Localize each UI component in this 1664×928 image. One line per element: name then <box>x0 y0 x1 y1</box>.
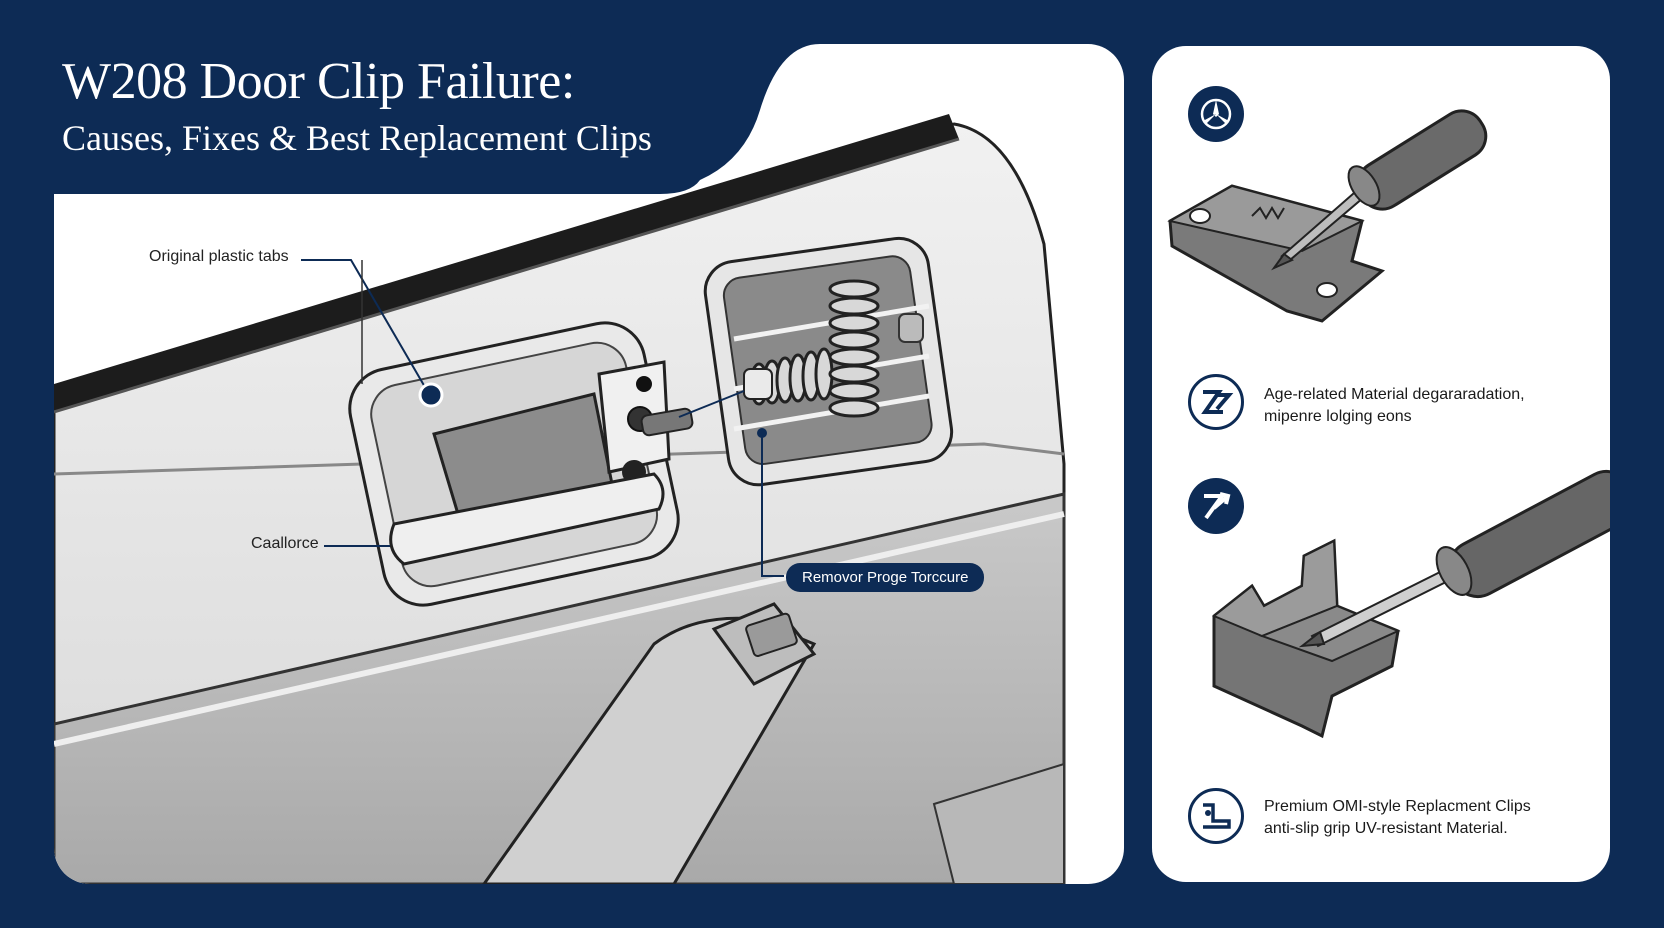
fix-description: Premium OMI-style Replacment Clips anti-… <box>1264 796 1531 840</box>
callout-line-remove <box>761 433 784 577</box>
mercedes-star-icon <box>1188 86 1244 142</box>
cause-line-1: Age-related Material degararadation, <box>1264 386 1525 403</box>
title-block: W208 Door Clip Failure: Causes, Fixes & … <box>62 52 652 160</box>
callout-pill-removal-tool: Removor Proge Torccure <box>786 563 985 592</box>
broken-clip-illustration <box>1167 109 1488 323</box>
callout-line-tabs <box>301 259 430 395</box>
callout-marker-tabs <box>418 382 444 408</box>
clip-tool-illustrations <box>1167 109 1610 739</box>
cause-description: Age-related Material degararadation, mip… <box>1264 384 1525 428</box>
cause-line-2: mipenre lolging eons <box>1264 408 1412 425</box>
wear-icon <box>1188 374 1244 430</box>
fix-line-1: Premium OMI-style Replacment Clips <box>1264 798 1531 815</box>
page-title: W208 Door Clip Failure: <box>62 53 575 110</box>
callout-label-handle: Caallorce <box>251 535 319 552</box>
door-panel-illustration <box>54 114 1066 884</box>
fix-line-2: anti-slip grip UV-resistant Material. <box>1264 820 1508 837</box>
info-panel: Age-related Material degararadation, mip… <box>1152 46 1610 882</box>
title-backdrop <box>0 0 820 194</box>
replacement-clip-illustration <box>1212 469 1610 739</box>
repair-arrow-icon <box>1188 478 1244 534</box>
page-subtitle: Causes, Fixes & Best Replacement Clips <box>62 118 652 158</box>
clip-icon <box>1188 788 1244 844</box>
callout-label-plastic-tabs: Original plastic tabs <box>149 248 289 265</box>
